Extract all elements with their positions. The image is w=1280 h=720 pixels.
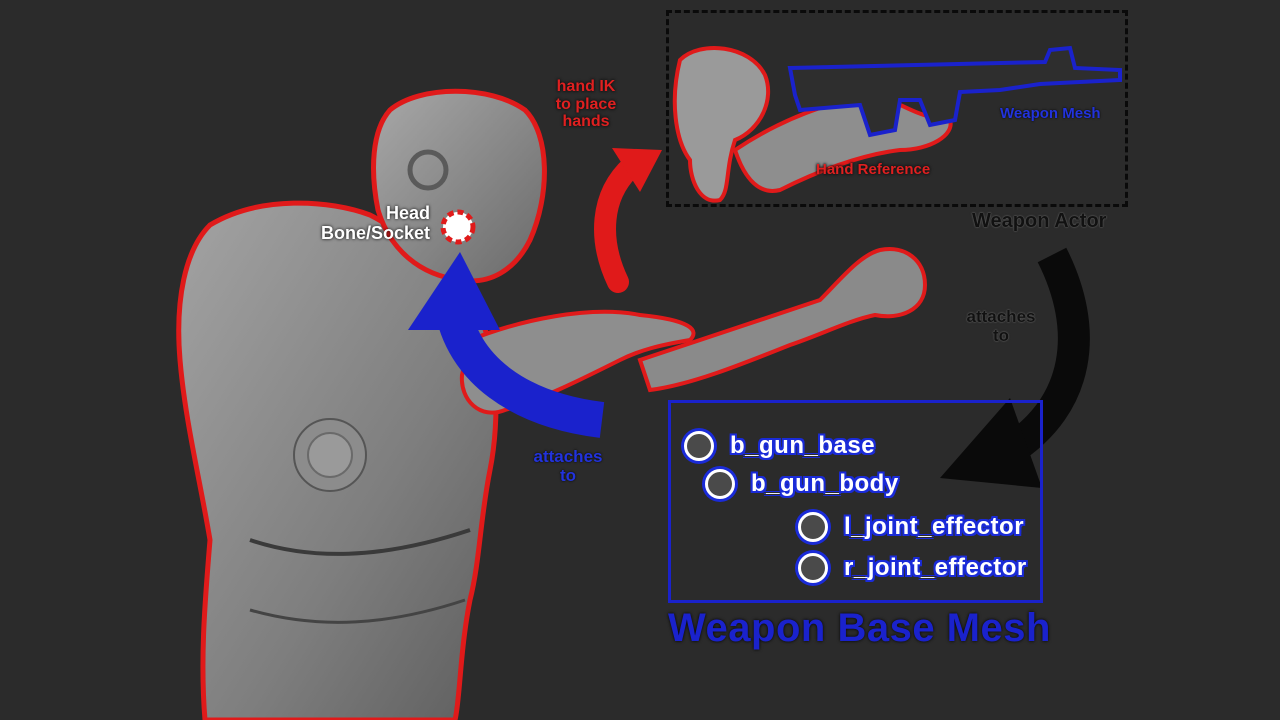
weapon-actor-illustration: [672, 45, 1122, 203]
mannequin-other-arm: [637, 247, 928, 393]
bone-name: l_joint_effector: [844, 513, 1025, 540]
blue-attach-arrow: [408, 252, 605, 438]
mannequin-head: [371, 88, 547, 284]
attaches-to-black-line-1: attaches: [966, 307, 1036, 326]
head-socket-label-line-1: Head: [385, 203, 430, 223]
bone-name: b_gun_body: [751, 470, 899, 497]
hand-ik-label-line-3: hands: [562, 113, 610, 131]
black-attach-arrow: [940, 247, 1090, 488]
weapon-base-mesh-title: Weapon Base Mesh: [668, 606, 1051, 650]
weapon-base-mesh-box: [668, 400, 1043, 603]
weapon-mesh-label: Weapon Mesh: [1000, 105, 1101, 122]
bone-name: b_gun_base: [730, 432, 876, 459]
bone-row-b-gun-body: b_gun_body: [705, 469, 899, 499]
hand-ik-label: hand IK to place hands: [540, 78, 632, 131]
bone-dot-icon: [798, 512, 828, 542]
weapon-actor-box: [666, 10, 1128, 207]
attaches-to-blue-label: attaches to: [520, 447, 616, 485]
hand-ik-label-line-1: hand IK: [556, 78, 616, 95]
inset-rifle: [787, 45, 1122, 138]
attaches-to-blue-line-1: attaches: [533, 447, 603, 466]
bone-dot-icon: [705, 469, 735, 499]
weapon-actor-label: Weapon Actor: [972, 210, 1107, 232]
head-socket-label: Head Bone/Socket: [300, 203, 430, 244]
attaches-to-black-label: attaches to: [955, 307, 1047, 345]
inset-fist: [672, 46, 771, 203]
bone-row-b-gun-base: b_gun_base: [684, 431, 875, 461]
attaches-to-black-line-2: to: [992, 325, 1010, 345]
attaches-to-blue-line-2: to: [559, 465, 577, 485]
bone-row-r-joint-effector: r_joint_effector: [798, 553, 1027, 583]
head-socket-marker: [440, 209, 476, 245]
head-socket-label-line-2: Bone/Socket: [320, 222, 430, 243]
bone-dot-icon: [684, 431, 714, 461]
hand-reference-label: Hand Reference: [816, 161, 931, 178]
mannequin: [176, 88, 928, 720]
hand-ik-label-line-2: to place: [555, 95, 617, 113]
bone-name: r_joint_effector: [844, 554, 1027, 581]
bone-row-l-joint-effector: l_joint_effector: [798, 512, 1024, 542]
hand-ik-arrow: [594, 148, 662, 293]
bone-dot-icon: [798, 553, 828, 583]
